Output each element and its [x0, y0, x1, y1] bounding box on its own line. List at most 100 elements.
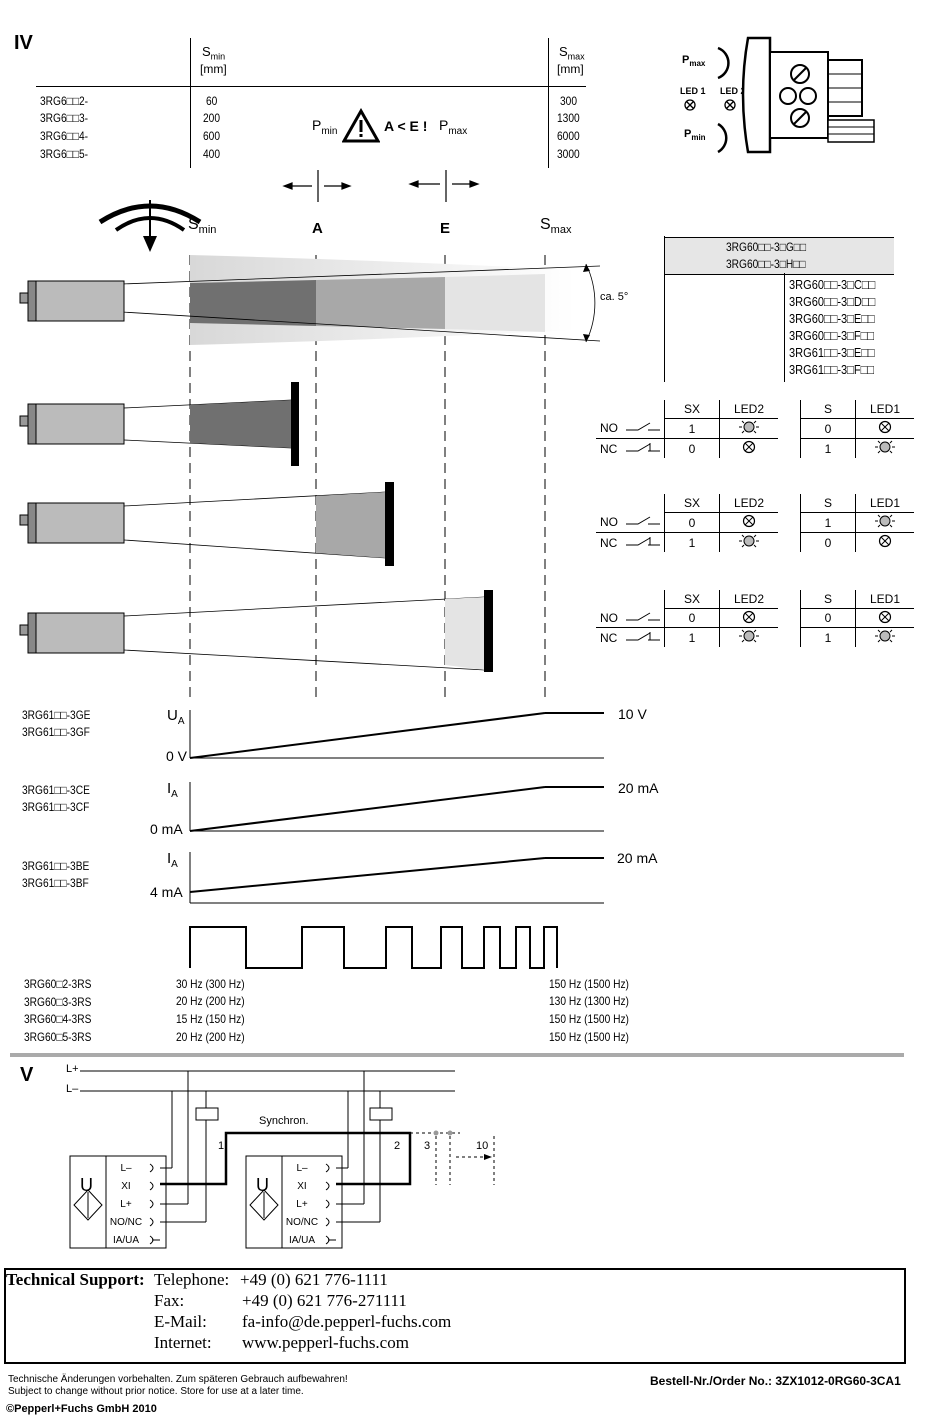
smin-unit: [mm]	[200, 62, 227, 76]
model-box-header-2: 3RG60□□-3□H□□	[726, 257, 806, 271]
wiring-lminus: L–	[66, 1083, 79, 1095]
support-fax: +49 (0) 621 776-271111	[242, 1291, 407, 1310]
analog-3-start: 4 mA	[150, 884, 183, 900]
model-box-item-1: 3RG60□□-3□C□□	[789, 277, 876, 292]
analog-2-model-1: 3RG61□□-3CE	[22, 783, 90, 797]
freq-min-4: 20 Hz (200 Hz)	[176, 1030, 245, 1044]
sensor-3	[19, 502, 125, 544]
support-title: Technical Support:	[6, 1270, 145, 1289]
analog-1-axis: UA	[167, 707, 185, 727]
analog-3-end: 20 mA	[617, 850, 658, 866]
range-smax-3: 6000	[557, 129, 580, 143]
model-box-header-1: 3RG60□□-3□G□□	[726, 240, 807, 254]
wiring-synchron: Synchron.	[259, 1115, 309, 1127]
support-label-fax: Fax:	[154, 1291, 185, 1310]
section-v-label: V	[20, 1064, 34, 1086]
connector-diagram	[684, 36, 875, 154]
range-smax-1: 300	[560, 94, 578, 108]
connector-pmax: Pmax	[682, 54, 706, 69]
connector-pmin: Pmin	[684, 128, 706, 143]
wiring-u-1: U	[80, 1175, 93, 1195]
analog-1-end: 10 V	[618, 706, 647, 722]
warning-pmax: Pmax	[439, 117, 468, 137]
beam-smax: Smax	[540, 216, 572, 237]
range-model-3: 3RG6□□4-	[40, 129, 89, 143]
sensor-2	[19, 403, 125, 445]
technical-support-box	[4, 1268, 906, 1364]
freq-model-1: 3RG60□2-3RS	[24, 977, 92, 991]
wiring-pins-2: L– XI L+ NO/NC IA/UA	[285, 1163, 319, 1246]
section-iv-label: IV	[14, 32, 33, 54]
analog-2-axis: IA	[167, 780, 178, 800]
range-smax-4: 3000	[557, 147, 580, 161]
wiring-pins-1: L– XI L+ NO/NC IA/UA	[109, 1163, 143, 1246]
range-model-1: 3RG6□□2-	[40, 94, 89, 108]
sensor-4	[19, 612, 125, 654]
analog-1-model-2: 3RG61□□-3GF	[22, 725, 90, 739]
support-label-internet: Internet:	[154, 1333, 212, 1352]
range-smax-2: 1300	[557, 111, 580, 125]
footer-order: Bestell-Nr./Order No.: 3ZX1012-0RG60-3CA…	[650, 1374, 901, 1388]
range-smin-3: 600	[203, 129, 221, 143]
warning-text: A < E !	[384, 118, 428, 134]
connector-led1: LED 1	[680, 86, 706, 96]
model-box-left-border	[664, 236, 665, 382]
smax-header: Smax	[559, 44, 585, 62]
range-smin-1: 60	[206, 94, 218, 108]
warning-icon	[342, 108, 380, 143]
model-box-item-4: 3RG60□□-3□F□□	[789, 328, 874, 343]
beam-e: E	[440, 220, 451, 237]
model-box-item-3: 3RG60□□-3□E□□	[789, 311, 875, 326]
connector-led2: LED 2	[720, 86, 746, 96]
range-table-divider-left	[190, 38, 191, 168]
support-email: fa-info@de.pepperl-fuchs.com	[242, 1312, 452, 1331]
beam-smin: Smin	[188, 216, 217, 237]
beam-a: A	[312, 220, 323, 237]
freq-min-2: 20 Hz (200 Hz)	[176, 994, 245, 1008]
freq-model-2: 3RG60□3-3RS	[24, 995, 92, 1009]
footer-en: Subject to change without prior notice. …	[8, 1386, 304, 1397]
wiring-u-2: U	[256, 1175, 269, 1195]
footer-copyright: ©Pepperl+Fuchs GmbH 2010	[6, 1403, 157, 1415]
analog-3-model-1: 3RG61□□-3BE	[22, 859, 90, 873]
freq-model-3: 3RG60□4-3RS	[24, 1012, 92, 1026]
model-box-inner-border	[784, 273, 785, 382]
footer-de: Technische Änderungen vorbehalten. Zum s…	[8, 1374, 348, 1385]
wiring-diagram	[69, 1070, 495, 1249]
range-smin-4: 400	[203, 147, 221, 161]
beam-diagram	[19, 170, 601, 700]
range-table-divider-right	[548, 38, 549, 168]
freq-max-1: 150 Hz (1500 Hz)	[549, 977, 629, 991]
freq-max-4: 150 Hz (1500 Hz)	[549, 1030, 629, 1044]
wiring-n1: 1	[218, 1140, 225, 1152]
wiring-lplus: L+	[66, 1063, 79, 1075]
analog-3-axis: IA	[167, 850, 178, 870]
range-model-2: 3RG6□□3-	[40, 111, 89, 125]
model-box-item-2: 3RG60□□-3□D□□	[789, 294, 876, 309]
range-table-rule	[36, 86, 586, 87]
freq-min-1: 30 Hz (300 Hz)	[176, 977, 245, 991]
adjust-icon	[98, 200, 202, 252]
analog-1-model-1: 3RG61□□-3GE	[22, 708, 91, 722]
freq-max-3: 150 Hz (1500 Hz)	[549, 1012, 629, 1026]
beam-angle: ca. 5°	[600, 291, 629, 303]
wiring-n3: 3	[424, 1140, 431, 1152]
support-label-email: E-Mail:	[154, 1312, 207, 1331]
wiring-n10: 10	[476, 1140, 489, 1152]
range-smin-2: 200	[203, 111, 221, 125]
model-box-item-6: 3RG61□□-3□F□□	[789, 362, 874, 377]
support-internet: www.pepperl-fuchs.com	[242, 1333, 409, 1352]
freq-max-2: 130 Hz (1300 Hz)	[549, 994, 629, 1008]
wiring-n2: 2	[394, 1140, 401, 1152]
warning-pmin: Pmin	[312, 117, 338, 137]
analog-2-end: 20 mA	[618, 780, 659, 796]
model-box-header	[664, 237, 894, 275]
analog-2-start: 0 mA	[150, 821, 183, 837]
smax-unit: [mm]	[557, 62, 584, 76]
analog-2-model-2: 3RG61□□-3CF	[22, 800, 90, 814]
sensor-1	[19, 280, 125, 322]
smin-header: Smin	[202, 44, 226, 62]
